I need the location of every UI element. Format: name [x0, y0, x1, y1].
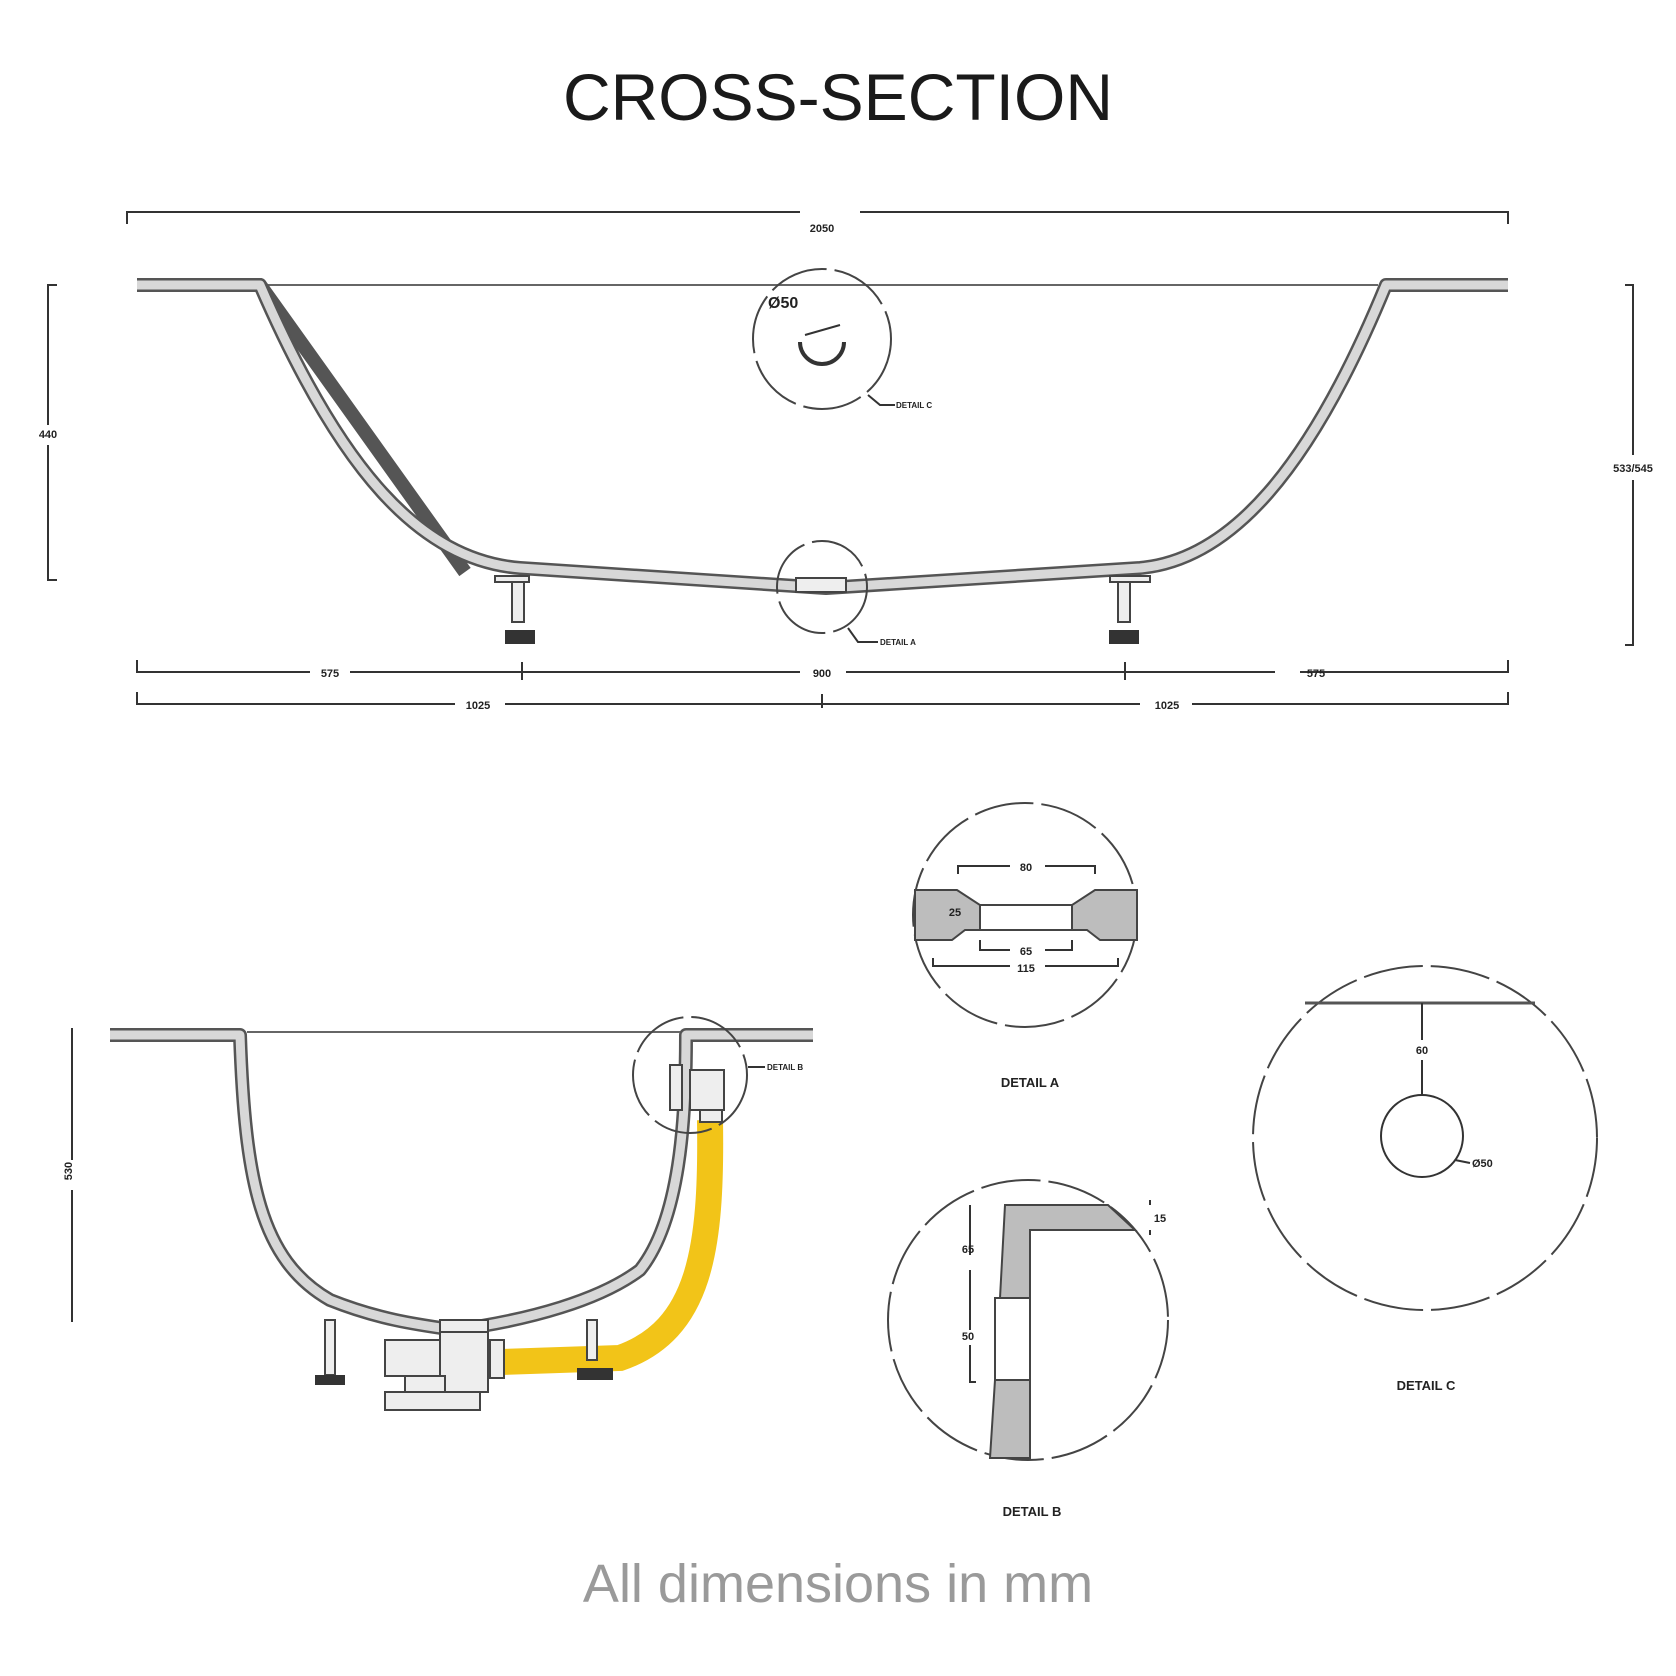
foot-right: [1109, 575, 1151, 644]
svg-text:900: 900: [813, 668, 831, 680]
svg-text:2050: 2050: [810, 223, 834, 235]
svg-text:DETAIL B: DETAIL B: [1003, 1504, 1062, 1519]
waste-trap: [315, 1319, 613, 1411]
svg-text:575: 575: [321, 668, 339, 680]
detail-c-callout-circle: [752, 268, 892, 410]
overflow-hose: [499, 1119, 724, 1375]
svg-text:80: 80: [1020, 862, 1032, 874]
dimension-overall-length: 2050: [126, 211, 1509, 235]
svg-text:65: 65: [962, 1244, 974, 1256]
drain-outlet: [795, 577, 847, 593]
svg-text:440: 440: [39, 429, 57, 441]
svg-text:115: 115: [1017, 963, 1035, 975]
units-note: All dimensions in mm: [583, 1554, 1093, 1614]
svg-text:Ø50: Ø50: [1472, 1158, 1493, 1170]
dimension-overall-height: 533/545: [1613, 284, 1653, 646]
overflow-icon: [798, 341, 846, 366]
svg-text:Ø50: Ø50: [768, 295, 798, 312]
foot-left: [494, 575, 535, 644]
detail-a: 80 25 65 115 DETAIL A: [912, 802, 1138, 1090]
svg-text:575: 575: [1307, 668, 1325, 680]
overflow-fitting: [669, 1064, 683, 1111]
cross-section-view: 530 DETAIL B: [63, 1016, 813, 1411]
svg-text:DETAIL C: DETAIL C: [1397, 1378, 1456, 1393]
svg-text:DETAIL B: DETAIL B: [767, 1063, 803, 1072]
svg-text:DETAIL A: DETAIL A: [880, 638, 916, 647]
svg-text:1025: 1025: [466, 700, 490, 712]
dimension-foot-spacing: 575 900 575: [136, 660, 1509, 680]
overflow-hole: [1380, 1094, 1464, 1178]
svg-text:25: 25: [949, 907, 961, 919]
detail-b: 65 50 15 DETAIL B: [887, 1179, 1169, 1519]
page-title: CROSS-SECTION: [563, 60, 1113, 134]
long-section-view: 2050 Ø50 DETAIL C DETAIL A: [39, 211, 1653, 712]
svg-text:DETAIL C: DETAIL C: [896, 401, 932, 410]
detail-c: 60 Ø50 DETAIL C: [1252, 965, 1598, 1393]
svg-text:65: 65: [1020, 946, 1032, 958]
svg-text:DETAIL A: DETAIL A: [1001, 1075, 1060, 1090]
svg-text:1025: 1025: [1155, 700, 1179, 712]
svg-text:533/545: 533/545: [1613, 463, 1653, 475]
detail-b-callout-circle: [632, 1016, 748, 1134]
dimension-height: 530: [63, 1028, 75, 1322]
dimension-inner-depth: 440: [39, 284, 57, 581]
svg-text:15: 15: [1154, 1213, 1166, 1225]
detail-a-callout-circle: [776, 540, 868, 634]
svg-text:60: 60: [1416, 1045, 1428, 1057]
svg-text:530: 530: [63, 1162, 75, 1180]
dimension-half-lengths: 1025 1025: [136, 692, 1509, 712]
svg-text:50: 50: [962, 1331, 974, 1343]
